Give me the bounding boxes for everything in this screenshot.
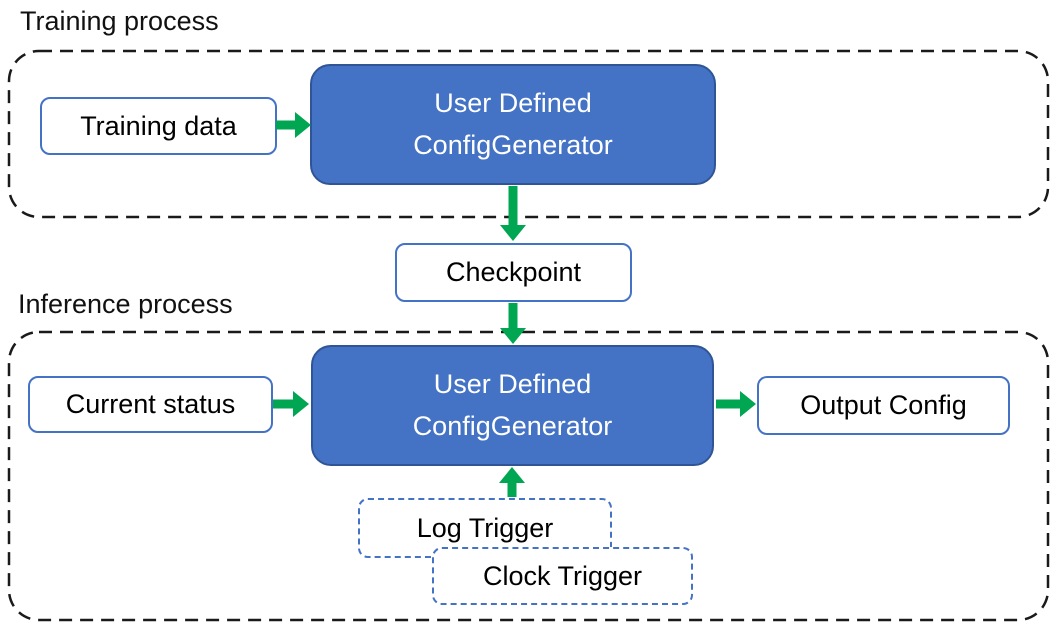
training-section-label: Training process (20, 6, 219, 36)
output-config-node: Output Config (757, 376, 1010, 435)
arrow-current_status-to-inference_generator (273, 391, 309, 417)
arrow-log_trigger-to-inference_generator (499, 467, 525, 497)
training-config-generator-node: User Defined ConfigGenerator (310, 64, 716, 185)
clock-trigger-node: Clock Trigger (432, 547, 693, 605)
arrow-training_data-to-training_generator (276, 112, 311, 138)
checkpoint-node: Checkpoint (395, 243, 632, 302)
arrow-inference_generator-to-output_config (716, 391, 756, 417)
training-data-node: Training data (40, 97, 277, 155)
inference-config-generator-node: User Defined ConfigGenerator (311, 345, 714, 466)
inference-section-label: Inference process (18, 289, 233, 319)
arrow-checkpoint-to-inference_generator (500, 303, 526, 344)
current-status-node: Current status (28, 376, 273, 433)
arrow-training_generator-to-checkpoint (500, 186, 526, 241)
